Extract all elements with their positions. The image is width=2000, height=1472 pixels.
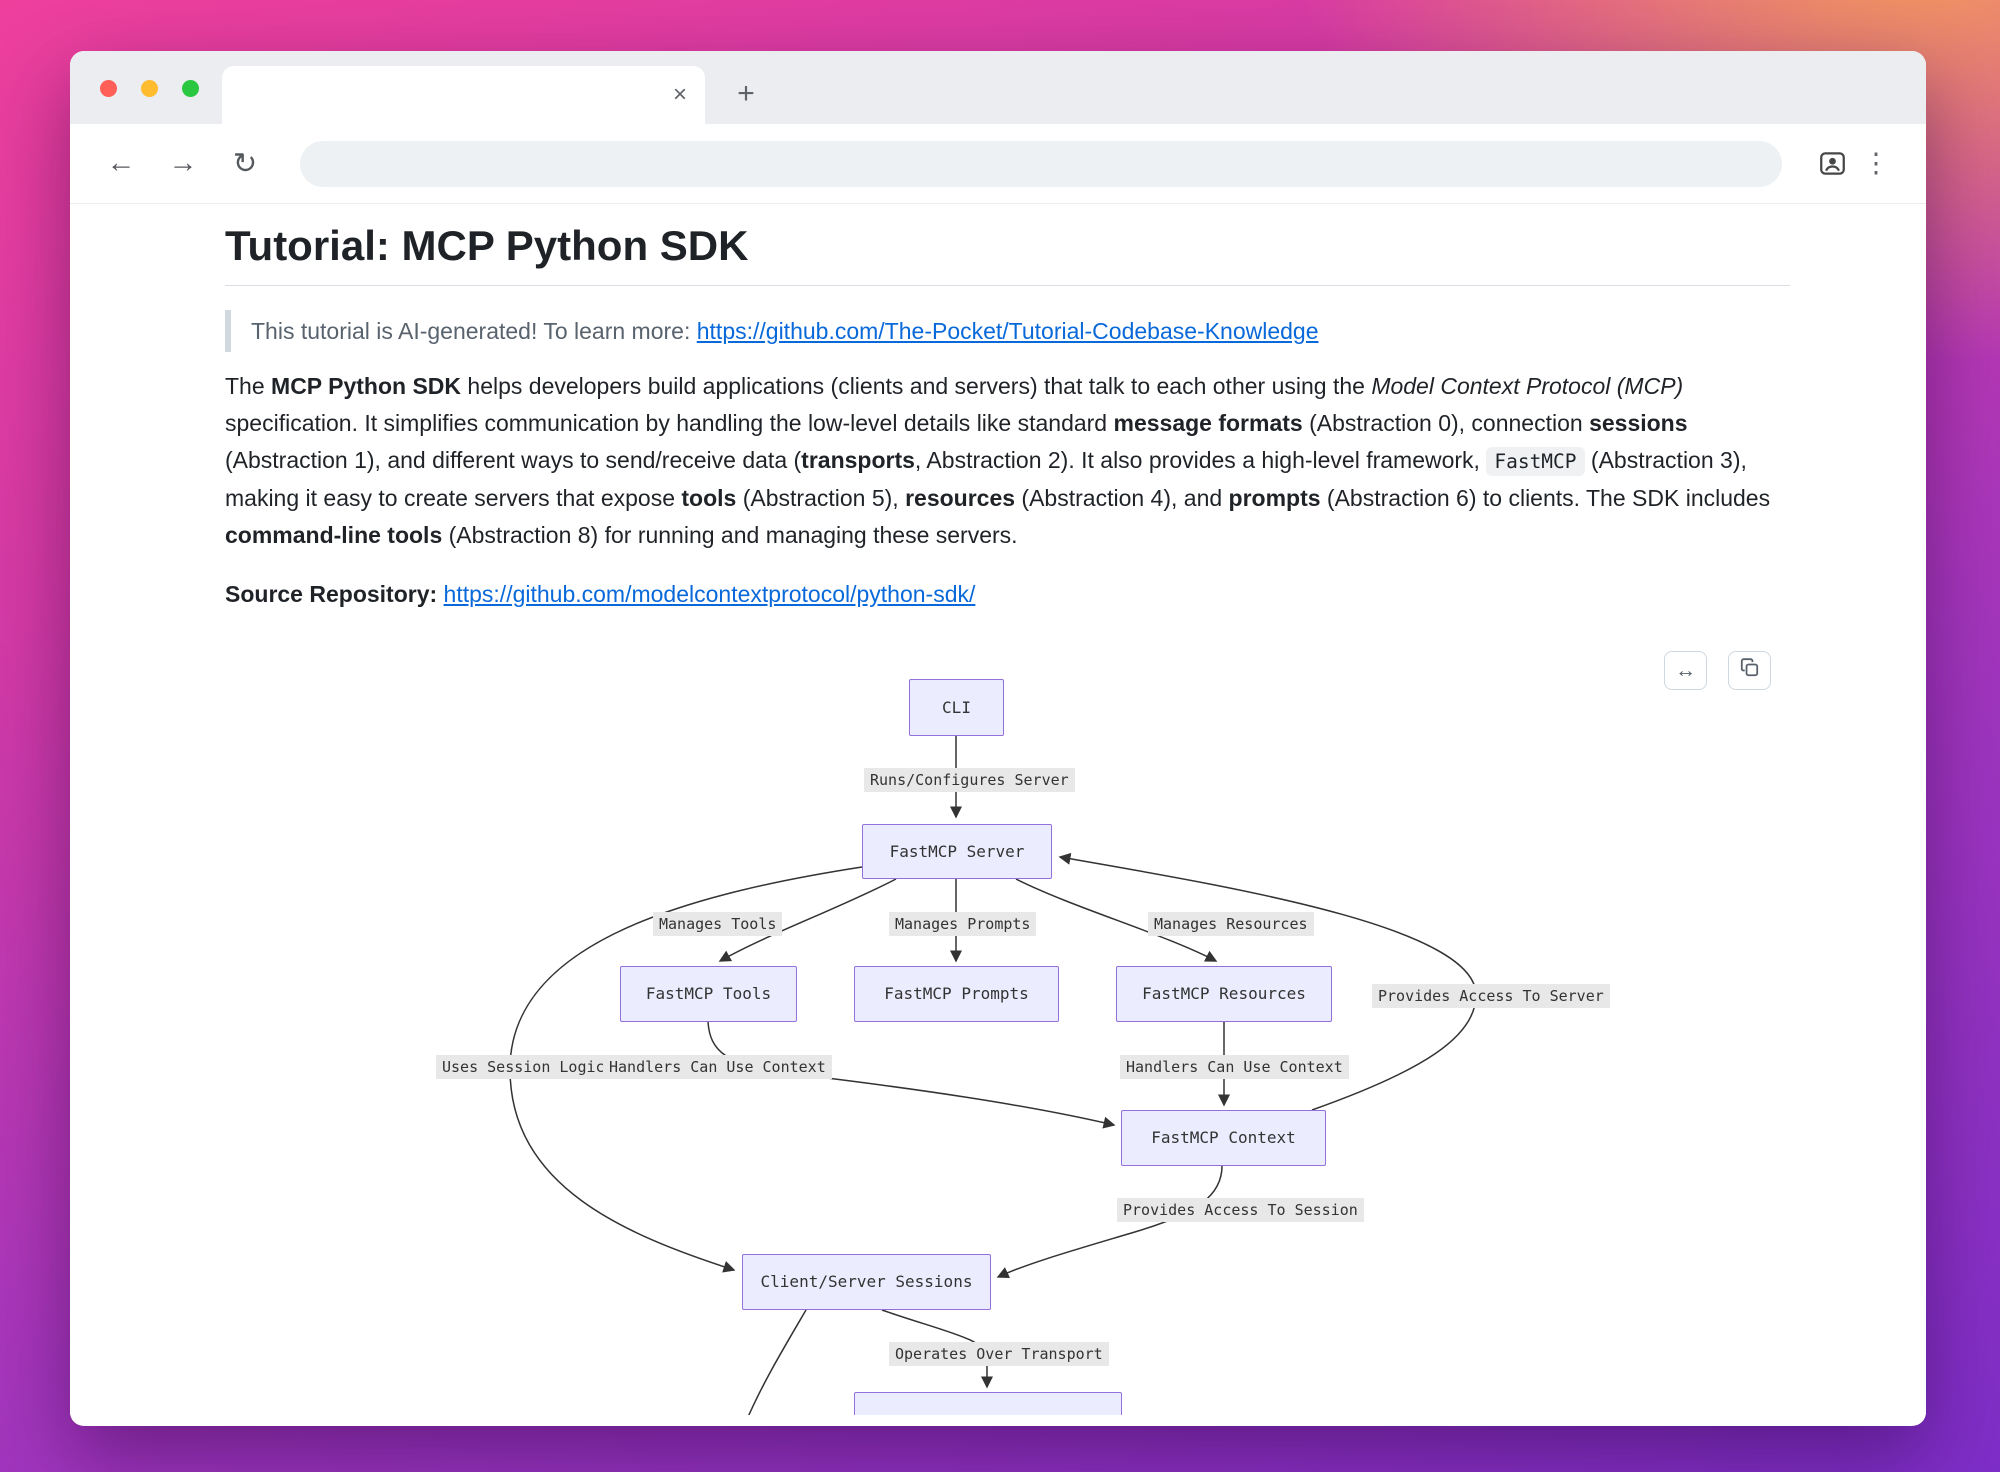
node-fastmcp-server: FastMCP Server [862,823,1052,879]
note-link[interactable]: https://github.com/The-Pocket/Tutorial-C… [696,317,1319,344]
page-content: Tutorial: MCP Python SDK This tutorial i… [70,204,1926,1425]
diagram-copy-button[interactable] [1728,650,1771,690]
window-controls [100,80,199,97]
node-fastmcp-tools: FastMCP Tools [620,965,797,1022]
architecture-diagram: Runs/Configures Server Manages Tools Man… [70,639,1926,1415]
browser-toolbar: ← → ↻ ⋮ [70,124,1926,204]
edge-label-manages-resources: Manages Resources [1148,911,1314,936]
edge-label-handlers-can-use-context-right: Handlers Can Use Context [1120,1054,1349,1079]
edge-label-provides-access-to-server: Provides Access To Server [1372,983,1610,1008]
node-bottom-partial [854,1391,1122,1415]
edge-label-manages-tools: Manages Tools [653,911,783,936]
back-icon[interactable]: ← [106,147,136,179]
diagram-edges [509,735,1477,1415]
edge-context-sessions [996,1165,1223,1278]
edge-context-server [1058,852,1477,1111]
node-fastmcp-resources: FastMCP Resources [1116,965,1332,1022]
edge-label-handlers-can-use-context-left: Handlers Can Use Context [603,1054,832,1079]
tab-strip: × + [70,51,1926,124]
expand-icon: ↔ [1675,658,1696,682]
node-fastmcp-prompts: FastMCP Prompts [854,965,1059,1022]
edge-sessions-left-curve [748,1309,807,1415]
edge-server-resources [1015,877,1218,962]
source-repository: Source Repository: https://github.com/mo… [225,576,1790,613]
source-label: Source Repository: [225,580,444,607]
edge-label-uses-session-logic: Uses Session Logic [436,1054,611,1079]
edge-label-provides-access-to-session: Provides Access To Session [1117,1197,1364,1222]
note-text: This tutorial is AI-generated! To learn … [251,317,697,344]
copy-icon [1740,658,1759,682]
ai-generated-note: This tutorial is AI-generated! To learn … [225,309,1790,352]
browser-window: × + ← → ↻ ⋮ Tutorial: MCP Python SDK Thi… [70,51,1926,1426]
node-fastmcp-context: FastMCP Context [1121,1109,1326,1166]
edge-server-tools [718,877,897,962]
edge-label-manages-prompts: Manages Prompts [889,911,1037,936]
zoom-window-button[interactable] [182,80,199,97]
forward-icon[interactable]: → [168,147,198,179]
source-link[interactable]: https://github.com/modelcontextprotocol/… [443,580,976,607]
browser-tab[interactable]: × [222,66,705,124]
edge-label-runs-configures-server: Runs/Configures Server [864,767,1075,792]
menu-icon[interactable]: ⋮ [1862,148,1890,178]
node-cli: CLI [909,678,1004,736]
intro-paragraph: The MCP Python SDK helps developers buil… [225,372,1771,548]
close-window-button[interactable] [100,80,117,97]
edge-label-operates-over-transport: Operates Over Transport [889,1341,1109,1366]
page-title: Tutorial: MCP Python SDK [225,220,1790,286]
tab-close-icon[interactable]: × [672,81,687,108]
edge-tools-context [707,1021,1116,1128]
profile-icon[interactable] [1810,142,1854,186]
diagram-expand-button[interactable]: ↔ [1664,650,1707,690]
address-bar[interactable] [300,140,1782,187]
minimize-window-button[interactable] [141,80,158,97]
node-client-server-sessions: Client/Server Sessions [742,1253,991,1310]
reload-icon[interactable]: ↻ [232,148,258,180]
new-tab-button[interactable]: + [737,77,755,110]
